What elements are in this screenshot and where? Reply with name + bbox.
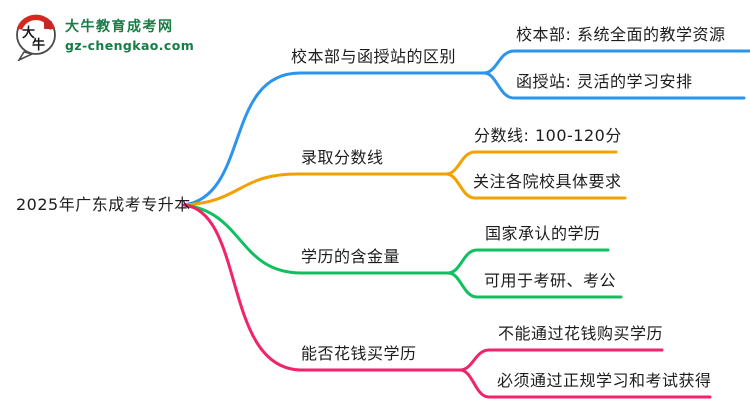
leaf-node-score-1: 分数线: 100-120分 — [474, 126, 622, 145]
leaf-node-buy-2: 必须通过正规学习和考试获得 — [497, 371, 712, 390]
branch-curve-buy — [182, 203, 462, 372]
leaf-curve-score-2 — [444, 172, 627, 200]
leaf-curve-campus-1 — [482, 49, 750, 75]
branch-label-campus: 校本部与函授站的区别 — [291, 47, 457, 66]
leaf-node-campus-2: 函授站: 灵活的学习安排 — [516, 72, 693, 91]
site-url: gz-chengkao.com — [65, 38, 195, 53]
branch-curve-value — [182, 203, 450, 275]
leaf-node-value-2: 可用于考研、考公 — [484, 271, 617, 290]
branch-curve-campus — [182, 71, 486, 207]
logo-char-niu: 牛 — [32, 37, 45, 53]
leaf-node-campus-1: 校本部: 系统全面的教学资源 — [516, 25, 726, 44]
root-node: 2025年广东成考专升本 — [16, 195, 191, 214]
branch-curve-score — [182, 172, 448, 207]
branch-label-score: 录取分数线 — [301, 148, 384, 167]
leaf-node-value-1: 国家承认的学历 — [485, 224, 601, 243]
site-logo: 大 牛 大牛教育成考网 gz-chengkao.com — [14, 13, 194, 61]
leaf-curve-buy-2 — [458, 368, 712, 399]
leaf-node-score-2: 关注各院校具体要求 — [473, 172, 622, 191]
leaf-curve-value-2 — [446, 271, 623, 299]
logo-char-da: 大 — [22, 25, 35, 41]
leaf-curve-buy-1 — [458, 348, 664, 372]
branch-label-value: 学历的含金量 — [301, 247, 401, 266]
daniu-speech-bubble-icon: 大 牛 — [16, 14, 56, 61]
leaf-node-buy-1: 不能通过花钱购买学历 — [498, 324, 664, 343]
logo-text-block: 大牛教育成考网 gz-chengkao.com — [65, 13, 194, 54]
site-name: 大牛教育成考网 — [65, 19, 174, 35]
branch-label-buy: 能否花钱买学历 — [301, 344, 417, 363]
leaf-curve-campus-2 — [482, 71, 746, 100]
